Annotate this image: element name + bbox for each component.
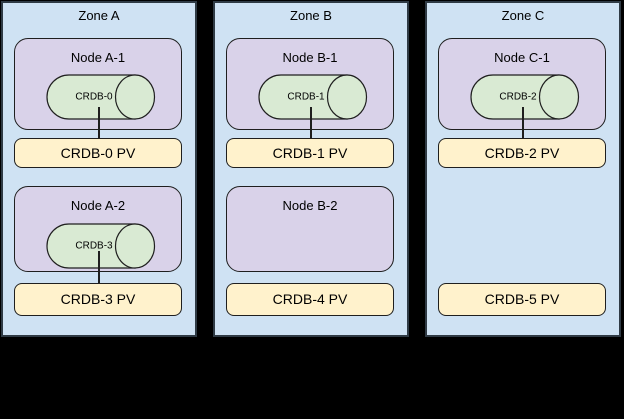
pv-box: CRDB-3 PV bbox=[14, 283, 182, 316]
cylinder-face bbox=[114, 74, 156, 120]
zone-a-box: Zone A Node A-1 CRDB-0 CRDB-0 PV Node A-… bbox=[1, 1, 197, 337]
cylinder-face bbox=[326, 74, 368, 120]
cylinder-body bbox=[46, 74, 136, 120]
database-cylinder-icon: CRDB-1 bbox=[258, 74, 368, 120]
database-cylinder-icon: CRDB-0 bbox=[46, 74, 156, 120]
pod-label: CRDB-3 bbox=[75, 241, 113, 252]
pod-label: CRDB-2 bbox=[499, 92, 537, 103]
pv-box: CRDB-5 PV bbox=[438, 283, 606, 316]
pod-label: CRDB-0 bbox=[75, 92, 113, 103]
node-label: Node C-1 bbox=[494, 50, 550, 65]
zone-label: Zone C bbox=[501, 8, 545, 23]
pv-box: CRDB-1 PV bbox=[226, 138, 394, 168]
connector-line bbox=[521, 107, 524, 141]
pod-label: CRDB-1 bbox=[287, 92, 325, 103]
node-label: Node B-1 bbox=[282, 50, 338, 65]
database-cylinder-icon: CRDB-3 bbox=[46, 223, 156, 269]
cylinder-face bbox=[114, 223, 156, 269]
connector-line bbox=[309, 107, 312, 141]
zones-row: Zone A Node A-1 CRDB-0 CRDB-0 PV Node A-… bbox=[1, 1, 621, 337]
connector-line bbox=[97, 251, 100, 286]
pv-box: CRDB-4 PV bbox=[226, 283, 394, 316]
cylinder-body bbox=[46, 223, 136, 269]
zone-label: Zone A bbox=[78, 8, 120, 23]
node-label: Node A-1 bbox=[70, 50, 126, 65]
node-label: Node A-2 bbox=[70, 198, 126, 213]
connector-line bbox=[97, 107, 100, 141]
zone-label: Zone B bbox=[290, 8, 332, 23]
pv-box: CRDB-2 PV bbox=[438, 138, 606, 168]
pv-box: CRDB-0 PV bbox=[14, 138, 182, 168]
cylinder-body bbox=[470, 74, 560, 120]
zone-c-box: Zone C Node C-1 CRDB-2 CRDB-2 PV CRDB-5 … bbox=[425, 1, 621, 337]
node-b1-box: Node B-1 CRDB-1 bbox=[226, 38, 394, 130]
cylinder-body bbox=[258, 74, 348, 120]
node-b2-box: Node B-2 bbox=[226, 186, 394, 272]
database-cylinder-icon: CRDB-2 bbox=[470, 74, 580, 120]
zone-b-box: Zone B Node B-1 CRDB-1 CRDB-1 PV Node B-… bbox=[213, 1, 409, 337]
cylinder-face bbox=[538, 74, 580, 120]
node-label: Node B-2 bbox=[282, 198, 338, 213]
